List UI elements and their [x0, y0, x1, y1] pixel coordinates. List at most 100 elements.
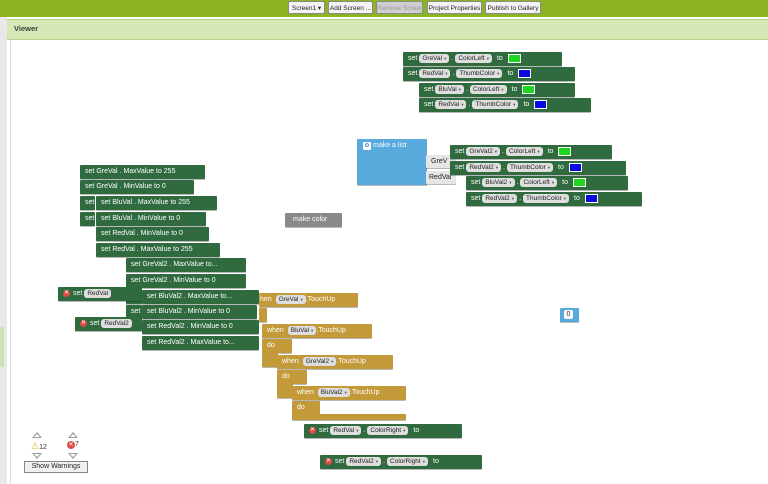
- error-next-arrow-icon[interactable]: [68, 453, 78, 459]
- number-block[interactable]: 0: [560, 308, 579, 322]
- property-dropdown[interactable]: ColorRight▾: [387, 457, 428, 466]
- screen-selector[interactable]: Screen1 ▾: [288, 1, 325, 14]
- property-dropdown[interactable]: ThumbColor▾: [507, 163, 554, 172]
- event-name: .TouchUp: [305, 296, 336, 303]
- property-name: ColorLeft: [508, 148, 536, 155]
- property-name: ColorRight: [370, 427, 402, 434]
- property-dropdown[interactable]: ThumbColor▾: [456, 69, 503, 78]
- set-block[interactable]: set: [80, 196, 95, 210]
- component-dropdown[interactable]: GreVal2▾: [466, 147, 500, 156]
- component-dropdown[interactable]: RedVal2▾: [466, 163, 502, 172]
- error-indicator: ✕7: [67, 441, 79, 449]
- list-item-slot[interactable]: RedVal: [426, 171, 456, 184]
- set-keyword: set: [101, 215, 111, 222]
- green-color-swatch[interactable]: [522, 85, 536, 94]
- component-name: RedVal: [438, 101, 460, 108]
- property-name: ThumbColor: [510, 164, 546, 171]
- property-dropdown[interactable]: ColorLeft▾: [505, 147, 543, 156]
- property-dropdown[interactable]: ThumbColor▾: [523, 194, 570, 203]
- left-panel-edge: [0, 17, 7, 484]
- left-panel-handle[interactable]: [0, 327, 4, 367]
- set-keyword: set: [147, 308, 157, 315]
- set-block[interactable]: set: [126, 305, 142, 319]
- dot: .: [468, 101, 471, 108]
- component-dropdown[interactable]: BluVal2▾: [317, 388, 350, 397]
- component-dropdown[interactable]: GreVal▾: [419, 54, 450, 63]
- blue-color-swatch[interactable]: [584, 194, 598, 203]
- component-dropdown[interactable]: RedVal▾: [435, 100, 467, 109]
- set-keyword: set: [424, 101, 434, 108]
- blue-color-swatch[interactable]: [568, 163, 582, 172]
- component-dropdown[interactable]: RedVal▾: [419, 69, 451, 78]
- warning-prev-arrow-icon[interactable]: [32, 432, 42, 438]
- component-dropdown[interactable]: RedVal2▾: [346, 457, 382, 466]
- component-dropdown[interactable]: BluVal▾: [435, 85, 464, 94]
- blue-color-swatch[interactable]: [534, 100, 548, 109]
- dropdown-caret: ▾: [344, 390, 347, 395]
- show-warnings-button[interactable]: Show Warnings: [24, 461, 88, 473]
- component-dropdown[interactable]: GreVal2▾: [302, 357, 337, 366]
- component-dropdown[interactable]: BluVal▾: [287, 326, 317, 335]
- property-dropdown[interactable]: ColorLeft▾: [520, 178, 558, 187]
- component-dropdown[interactable]: RedVal: [84, 289, 112, 298]
- component-dropdown[interactable]: GreVal▾: [275, 295, 306, 304]
- component-dropdown[interactable]: RedVal▾: [330, 426, 362, 435]
- property-dropdown[interactable]: ColorRight▾: [367, 426, 409, 435]
- property-dropdown[interactable]: ColorLeft▾: [469, 85, 507, 94]
- blue-color-swatch[interactable]: [518, 69, 532, 78]
- make-color-block[interactable]: make color: [285, 213, 342, 227]
- warning-next-arrow-icon[interactable]: [32, 453, 42, 459]
- green-color-swatch[interactable]: [507, 54, 521, 63]
- number-value[interactable]: 0: [564, 310, 573, 319]
- remove-screen-button[interactable]: Remove Screen: [376, 1, 424, 14]
- project-properties-button[interactable]: Project Properties: [427, 1, 482, 14]
- make-a-list-block[interactable]: ⚙make a list: [357, 139, 427, 185]
- list-item-slot[interactable]: GreV: [426, 155, 456, 168]
- mutator-gear-icon[interactable]: ⚙: [363, 142, 371, 150]
- add-screen-button[interactable]: Add Screen ...: [328, 1, 373, 14]
- component-dropdown[interactable]: RedVal2: [101, 319, 132, 328]
- set-block[interactable]: set: [80, 212, 95, 226]
- viewer-title: Viewer: [14, 24, 39, 33]
- dropdown-caret: ▾: [486, 56, 489, 61]
- component-dropdown[interactable]: RedVal2▾: [482, 194, 518, 203]
- warning-count: 12: [39, 444, 47, 451]
- dropdown-caret: ▾: [551, 180, 555, 185]
- component-dropdown[interactable]: BluVal2▾: [482, 178, 515, 187]
- publish-to-gallery-button[interactable]: Publish to Gallery: [485, 1, 541, 14]
- component-name: GreVal2: [305, 358, 330, 365]
- error-prev-arrow-icon[interactable]: [68, 432, 78, 438]
- property-dropdown[interactable]: ColorLeft▾: [455, 54, 492, 63]
- property-dropdown[interactable]: ThumbColor▾: [472, 100, 519, 109]
- green-color-swatch[interactable]: [572, 178, 586, 187]
- green-color-swatch[interactable]: [558, 147, 572, 156]
